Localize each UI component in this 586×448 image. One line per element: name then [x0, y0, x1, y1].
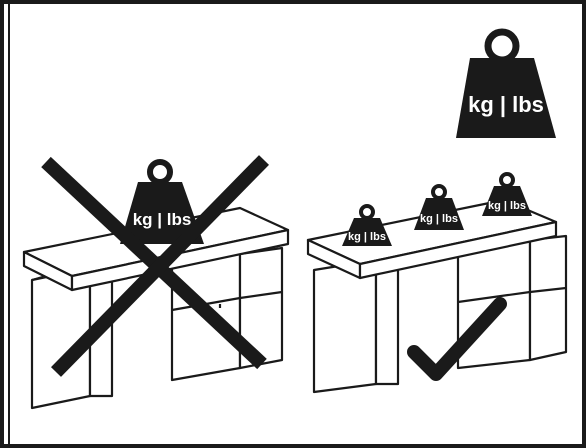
- heavy-weight-icon: kg | lbs: [120, 159, 204, 244]
- legend-weight-icon: kg | lbs: [456, 28, 556, 138]
- small-weight-icon: kg | lbs: [414, 184, 464, 230]
- small-weight-label-3: kg | lbs: [488, 200, 526, 212]
- check-mark-icon: [407, 297, 507, 381]
- small-weight-icon: kg | lbs: [342, 204, 392, 246]
- small-weight-label-2: kg | lbs: [420, 213, 458, 225]
- legend-weight-label: kg | lbs: [468, 92, 544, 117]
- heavy-weight-label: kg | lbs: [133, 210, 192, 229]
- cross-mark-icon: [41, 155, 269, 377]
- small-weight-icon: kg | lbs: [482, 172, 532, 216]
- small-weight-label-1: kg | lbs: [348, 231, 386, 243]
